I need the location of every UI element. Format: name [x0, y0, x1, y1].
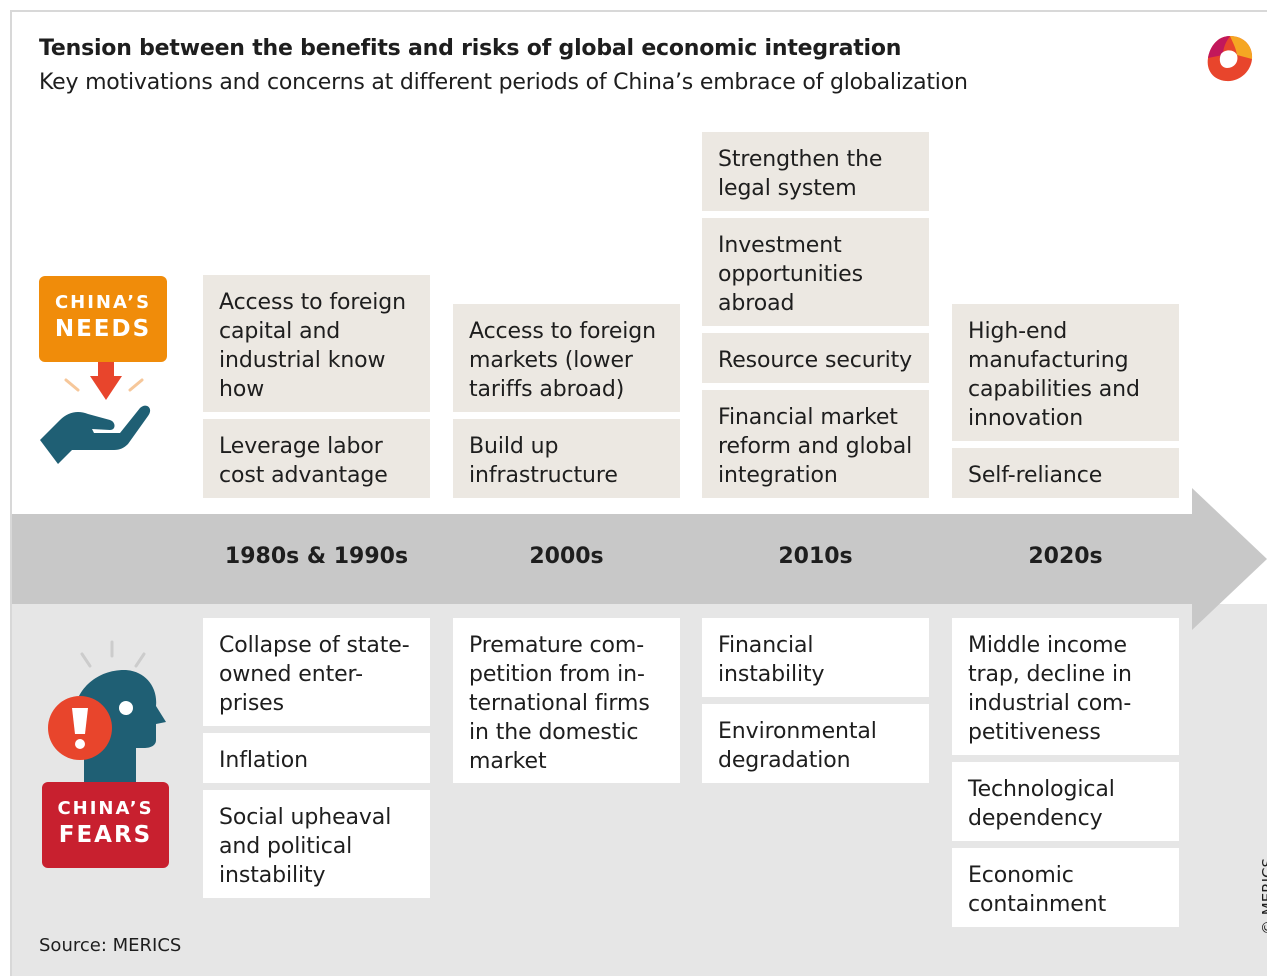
head-alert-icon: [48, 640, 166, 782]
fear-card: Social upheaval and political instabilit…: [203, 790, 430, 898]
fear-card: Environmental degradation: [702, 704, 929, 783]
frame-top-border: [10, 10, 1267, 12]
needs-badge: CHINA’S NEEDS: [39, 276, 167, 362]
need-card: Investment opportunities abroad: [702, 218, 929, 326]
period-label: 2010s: [778, 544, 853, 569]
period-label: 1980s & 1990s: [224, 544, 409, 569]
fears-badge: CHINA’S FEARS: [42, 782, 169, 868]
need-card: Financial market reform and global integ…: [702, 390, 929, 498]
fears-badge-line2: FEARS: [58, 822, 153, 848]
chart-title: Tension between the benefits and risks o…: [39, 36, 902, 61]
need-card: Strengthen the legal system: [702, 132, 929, 211]
fears-badge-line1: CHINA’S: [57, 798, 154, 819]
source-note: Source: MERICS: [39, 935, 182, 956]
needs-badge-line2: NEEDS: [54, 316, 152, 342]
need-card: Self-reliance: [952, 448, 1179, 498]
hand-receiving-icon: [40, 362, 151, 464]
copyright-note: © MERICS: [1259, 857, 1267, 935]
fear-card: Financial instability: [702, 618, 929, 697]
timeline-arrowhead: [1192, 488, 1267, 630]
timeline-band: [12, 514, 1192, 604]
need-card: Access to foreign markets (lower tariffs…: [453, 304, 680, 412]
need-card: Leverage labor cost advantage: [203, 419, 430, 498]
period-label: 2000s: [529, 544, 604, 569]
frame-left-border: [10, 10, 12, 976]
need-card: Build up infrastructure: [453, 419, 680, 498]
need-card: Access to foreign capital and industrial…: [203, 275, 430, 412]
needs-badge-line1: CHINA’S: [54, 292, 152, 313]
chart-subtitle: Key motivations and concerns at differen…: [39, 70, 968, 95]
need-card: High-end manufacturing capabilities and …: [952, 304, 1179, 441]
fear-card: Technological dependency: [952, 762, 1179, 841]
merics-logo-icon: [1207, 36, 1253, 82]
need-card: Resource security: [702, 333, 929, 383]
fear-card: Collapse of state- owned enter- prises: [203, 618, 430, 726]
period-label: 2020s: [1028, 544, 1103, 569]
fear-card: Premature com- petition from in- ternati…: [453, 618, 680, 783]
fear-card: Economic containment: [952, 848, 1179, 927]
fear-card: Inflation: [203, 733, 430, 783]
fear-card: Middle income trap, decline in industria…: [952, 618, 1179, 755]
